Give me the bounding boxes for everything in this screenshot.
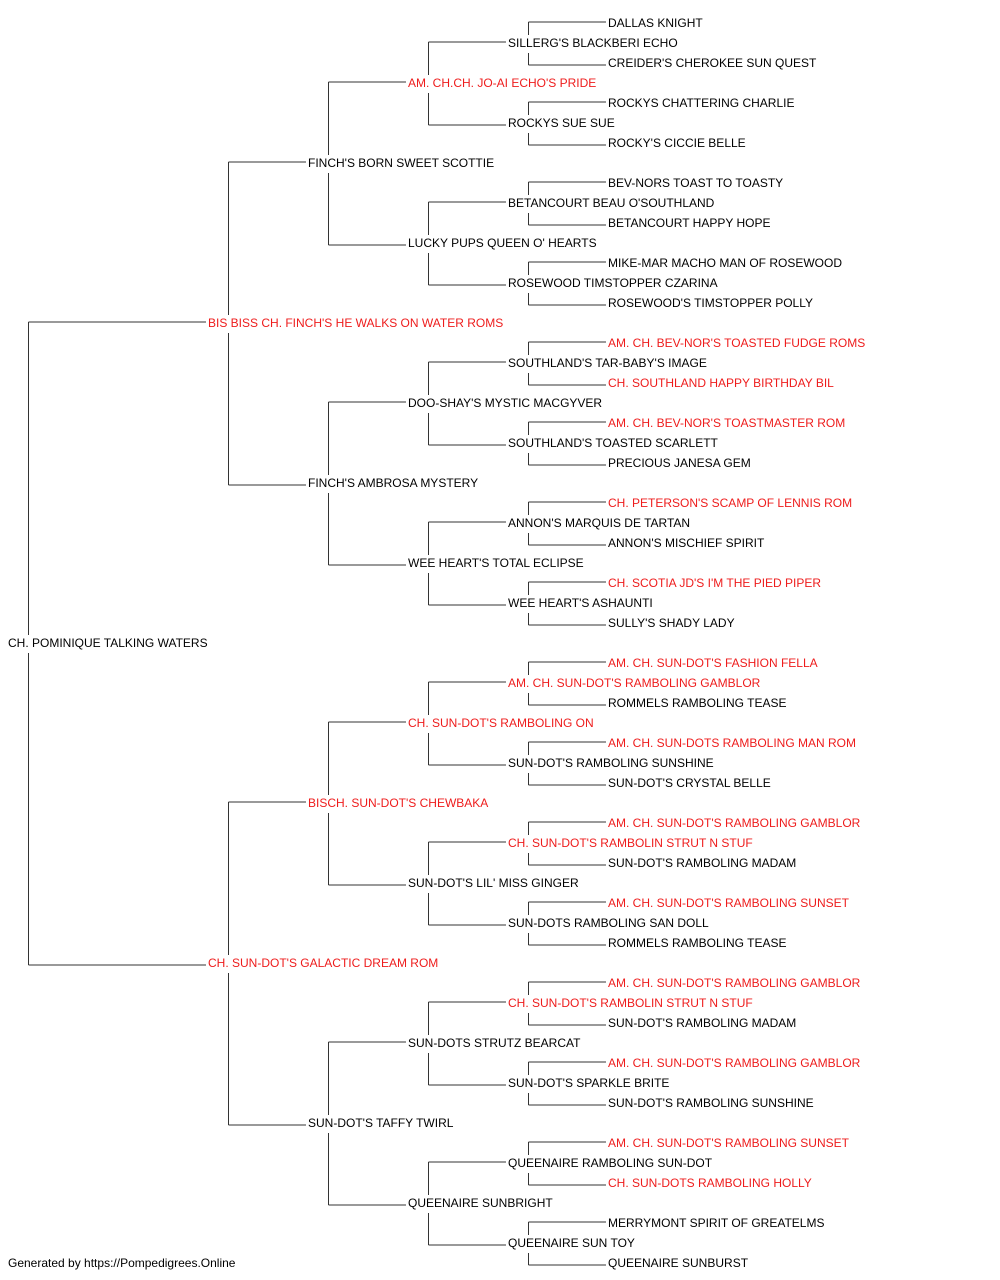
ancestor-name-gen5: PRECIOUS JANESA GEM [608,456,751,470]
ancestor-name-gen4: ROSEWOOD TIMSTOPPER CZARINA [508,276,718,290]
ancestor-name-gen5: QUEENAIRE SUNBURST [608,1256,749,1270]
ancestor-name-gen5: AM. CH. BEV-NOR'S TOASTMASTER ROM [608,416,845,430]
ancestor-name-gen4: QUEENAIRE SUN TOY [508,1236,635,1250]
ancestor-name-gen5: SUN-DOT'S CRYSTAL BELLE [608,776,771,790]
ancestor-name-gen4: SUN-DOT'S SPARKLE BRITE [508,1076,669,1090]
ancestor-name-gen3: LUCKY PUPS QUEEN O' HEARTS [408,236,597,250]
pedigree-connector [528,341,606,386]
ancestor-name-gen5: ANNON'S MISCHIEF SPIRIT [608,536,765,550]
pedigree-connector [528,421,606,466]
pedigree-connector [228,801,306,1126]
ancestor-name-gen5: AM. CH. SUN-DOT'S RAMBOLING GAMBLOR [608,1056,861,1070]
ancestor-name-gen5: AM. CH. SUN-DOTS RAMBOLING MAN ROM [608,736,856,750]
ancestor-name-gen4: AM. CH. SUN-DOT'S RAMBOLING GAMBLOR [508,676,761,690]
ancestor-name-gen2: FINCH'S AMBROSA MYSTERY [308,476,478,490]
pedigree-connector [528,101,606,146]
ancestor-name-gen5: ROSEWOOD'S TIMSTOPPER POLLY [608,296,813,310]
ancestor-name-gen5: CREIDER'S CHEROKEE SUN QUEST [608,56,817,70]
ancestor-name-gen5: AM. CH. BEV-NOR'S TOASTED FUDGE ROMS [608,336,865,350]
pedigree-connector [28,321,206,966]
ancestor-name-gen5: ROCKYS CHATTERING CHARLIE [608,96,794,110]
subject-dog-name: CH. POMINIQUE TALKING WATERS [8,636,208,650]
ancestor-name-gen5: CH. SUN-DOTS RAMBOLING HOLLY [608,1176,812,1190]
ancestor-name-gen2: SUN-DOT'S TAFFY TWIRL [308,1116,454,1130]
ancestor-name-gen5: AM. CH. SUN-DOT'S RAMBOLING GAMBLOR [608,816,861,830]
ancestor-name-gen4: CH. SUN-DOT'S RAMBOLIN STRUT N STUF [508,836,753,850]
ancestor-name-gen4: ROCKYS SUE SUE [508,116,615,130]
ancestor-name-gen3: SUN-DOT'S LIL' MISS GINGER [408,876,579,890]
pedigree-connector [428,361,506,446]
ancestor-name-gen4: SUN-DOTS RAMBOLING SAN DOLL [508,916,709,930]
ancestor-name-gen4: BETANCOURT BEAU O'SOUTHLAND [508,196,715,210]
pedigree-connector [428,1161,506,1246]
pedigree-connector [328,401,406,566]
ancestor-name-gen5: ROMMELS RAMBOLING TEASE [608,936,786,950]
pedigree-connector [228,161,306,486]
ancestor-name-gen3: DOO-SHAY'S MYSTIC MACGYVER [408,396,602,410]
pedigree-connector [528,1061,606,1106]
ancestor-name-gen5: CH. SOUTHLAND HAPPY BIRTHDAY BIL [608,376,834,390]
ancestor-name-gen5: AM. CH. SUN-DOT'S RAMBOLING SUNSET [608,896,850,910]
ancestor-name-gen4: WEE HEART'S ASHAUNTI [508,596,653,610]
pedigree-connector [528,741,606,786]
pedigree-connector [528,821,606,866]
pedigree-connector [528,261,606,306]
pedigree-connector [328,81,406,246]
ancestor-name-gen3: SUN-DOTS STRUTZ BEARCAT [408,1036,581,1050]
ancestor-name-gen2: FINCH'S BORN SWEET SCOTTIE [308,156,494,170]
pedigree-connector [528,901,606,946]
pedigree-connector [528,181,606,226]
ancestor-name-gen5: BEV-NORS TOAST TO TOASTY [608,176,783,190]
ancestor-name-gen4: SILLERG'S BLACKBERI ECHO [508,36,678,50]
pedigree-connector-lines [28,21,606,1266]
ancestor-name-gen4: SOUTHLAND'S TAR-BABY'S IMAGE [508,356,707,370]
pedigree-connector [528,981,606,1026]
ancestor-name-gen1: BIS BISS CH. FINCH'S HE WALKS ON WATER R… [208,316,503,330]
pedigree-connector [528,1221,606,1266]
ancestor-name-gen4: QUEENAIRE RAMBOLING SUN-DOT [508,1156,713,1170]
ancestor-name-gen5: AM. CH. SUN-DOT'S RAMBOLING GAMBLOR [608,976,861,990]
ancestor-name-gen5: MIKE-MAR MACHO MAN OF ROSEWOOD [608,256,842,270]
pedigree-connector [528,21,606,66]
pedigree-connector [428,1001,506,1086]
ancestor-name-gen3: AM. CH.CH. JO-AI ECHO'S PRIDE [408,76,596,90]
pedigree-connector [528,501,606,546]
ancestor-name-gen4: SOUTHLAND'S TOASTED SCARLETT [508,436,719,450]
ancestor-name-gen5: ROMMELS RAMBOLING TEASE [608,696,786,710]
ancestor-name-gen4: SUN-DOT'S RAMBOLING SUNSHINE [508,756,714,770]
pedigree-connector [428,681,506,766]
ancestor-name-gen2: BISCH. SUN-DOT'S CHEWBAKA [308,796,488,810]
pedigree-connector [328,1041,406,1206]
ancestor-name-gen5: MERRYMONT SPIRIT OF GREATELMS [608,1216,824,1230]
pedigree-labels: CH. POMINIQUE TALKING WATERS BIS BISS CH.… [8,16,865,1270]
ancestor-name-gen5: SUN-DOT'S RAMBOLING SUNSHINE [608,1096,814,1110]
pedigree-connector [528,1141,606,1186]
pedigree-connector [328,721,406,886]
pedigree-connector [428,521,506,606]
ancestor-name-gen5: SULLY'S SHADY LADY [608,616,735,630]
ancestor-name-gen5: CH. PETERSON'S SCAMP OF LENNIS ROM [608,496,852,510]
ancestor-name-gen5: ROCKY'S CICCIE BELLE [608,136,746,150]
ancestor-name-gen3: QUEENAIRE SUNBRIGHT [408,1196,553,1210]
generated-by-footer: Generated by https://Pompedigrees.Online [8,1256,236,1270]
pedigree-connector [428,41,506,126]
pedigree-connector [528,581,606,626]
ancestor-name-gen5: BETANCOURT HAPPY HOPE [608,216,771,230]
ancestor-name-gen5: DALLAS KNIGHT [608,16,703,30]
ancestor-name-gen3: CH. SUN-DOT'S RAMBOLING ON [408,716,594,730]
ancestor-name-gen5: SUN-DOT'S RAMBOLING MADAM [608,1016,796,1030]
ancestor-name-gen5: CH. SCOTIA JD'S I'M THE PIED PIPER [608,576,821,590]
ancestor-name-gen4: CH. SUN-DOT'S RAMBOLIN STRUT N STUF [508,996,753,1010]
ancestor-name-gen5: SUN-DOT'S RAMBOLING MADAM [608,856,796,870]
ancestor-name-gen1: CH. SUN-DOT'S GALACTIC DREAM ROM [208,956,438,970]
ancestor-name-gen4: ANNON'S MARQUIS DE TARTAN [508,516,690,530]
pedigree-connector [428,841,506,926]
ancestor-name-gen5: AM. CH. SUN-DOT'S RAMBOLING SUNSET [608,1136,850,1150]
pedigree-connector [428,201,506,286]
ancestor-name-gen3: WEE HEART'S TOTAL ECLIPSE [408,556,584,570]
ancestor-name-gen5: AM. CH. SUN-DOT'S FASHION FELLA [608,656,818,670]
pedigree-connector [528,661,606,706]
